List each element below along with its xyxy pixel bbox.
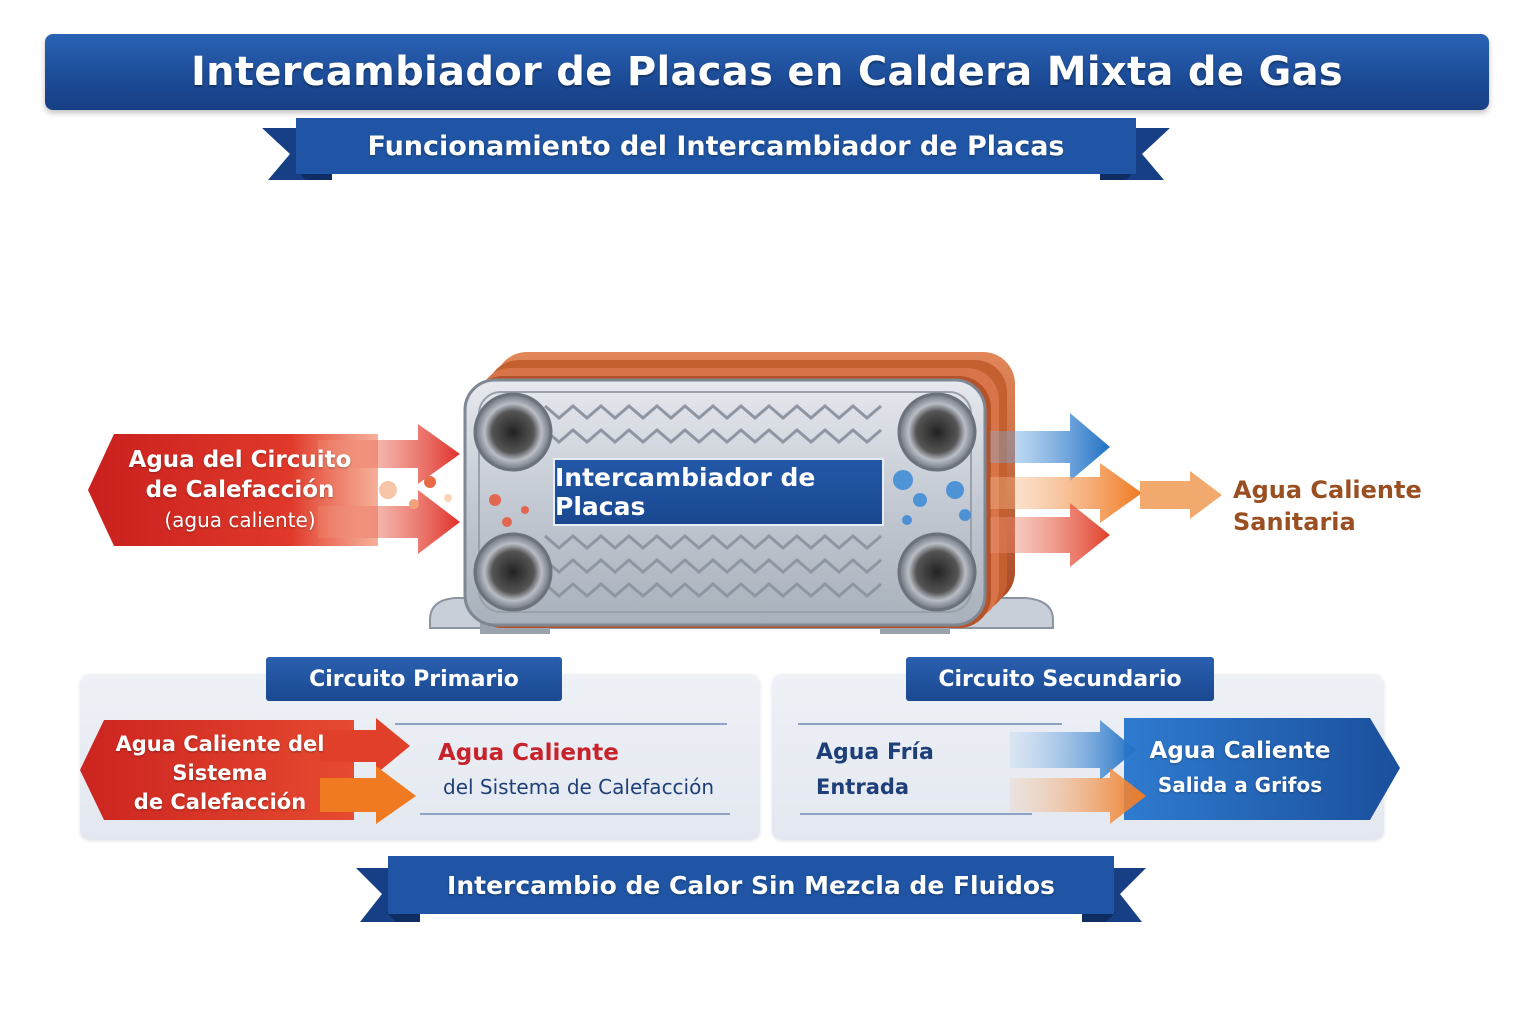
heating-input-arrow: [88, 424, 460, 554]
secondary-arrow: [1010, 718, 1400, 824]
footer-ribbon-shape: [356, 856, 1146, 922]
port-bottom-right: [897, 532, 977, 612]
primary-arrow-label: Agua Caliente del Sistema de Calefacción: [110, 730, 330, 817]
secondary-tab-label: Circuito Secundario: [938, 666, 1182, 692]
hot-splash: [489, 494, 529, 527]
output-line-1: Agua Caliente: [1233, 476, 1422, 504]
port-bottom-left: [473, 532, 553, 612]
input-line-1: Agua del Circuito: [128, 447, 352, 473]
exchanger-label: Intercambiador de Placas: [553, 458, 884, 526]
primary-arrow-line-3: de Calefacción: [133, 790, 307, 814]
secondary-rule-top: [798, 723, 1062, 725]
cold-water-label: Agua Fría Entrada: [816, 736, 934, 804]
primary-tab-label: Circuito Primario: [309, 666, 519, 692]
primary-arrow: [80, 718, 416, 824]
cold-line-2: Entrada: [816, 775, 910, 799]
primary-rule-bottom: [420, 813, 730, 815]
primary-arrow-line-1: Agua Caliente del: [115, 732, 325, 756]
heating-input-label: Agua del Circuito de Calefacción (agua c…: [120, 445, 360, 535]
hot-line-2: Salida a Grifos: [1157, 773, 1323, 797]
subtitle-ribbon: Funcionamiento del Intercambiador de Pla…: [262, 118, 1170, 184]
subtitle: Funcionamiento del Intercambiador de Pla…: [367, 130, 1065, 162]
primary-rule-top: [395, 723, 727, 725]
water-splash: [893, 470, 971, 525]
chevron-pattern: [544, 404, 882, 598]
footer-ribbon: Intercambio de Calor Sin Mezcla de Fluid…: [356, 856, 1146, 924]
ribbon-shape: [262, 118, 1170, 180]
output-arrows: [990, 413, 1222, 567]
page-title: Intercambiador de Placas en Caldera Mixt…: [190, 49, 1344, 95]
output-label: Agua Caliente Sanitaria: [1233, 474, 1422, 538]
hot-line-1: Agua Caliente: [1149, 738, 1331, 764]
primary-detail: del Sistema de Calefacción: [443, 775, 715, 799]
secondary-rule-bottom: [800, 813, 1032, 815]
output-line-2: Sanitaria: [1233, 508, 1356, 536]
primary-heading: Agua Caliente: [438, 740, 619, 766]
port-top-left: [473, 392, 553, 472]
input-line-2: de Calefacción: [145, 477, 335, 503]
primary-circuit-tab: Circuito Primario: [266, 657, 562, 701]
cold-line-1: Agua Fría: [816, 740, 934, 765]
input-line-3: (agua caliente): [164, 508, 316, 532]
primary-arrow-line-2: Sistema: [172, 761, 268, 785]
port-top-right: [897, 392, 977, 472]
footer-text: Intercambio de Calor Sin Mezcla de Fluid…: [447, 870, 1055, 900]
title-banner: Intercambiador de Placas en Caldera Mixt…: [45, 34, 1489, 110]
secondary-circuit-tab: Circuito Secundario: [906, 657, 1214, 701]
hot-water-label: Agua Caliente Salida a Grifos: [1145, 734, 1335, 802]
